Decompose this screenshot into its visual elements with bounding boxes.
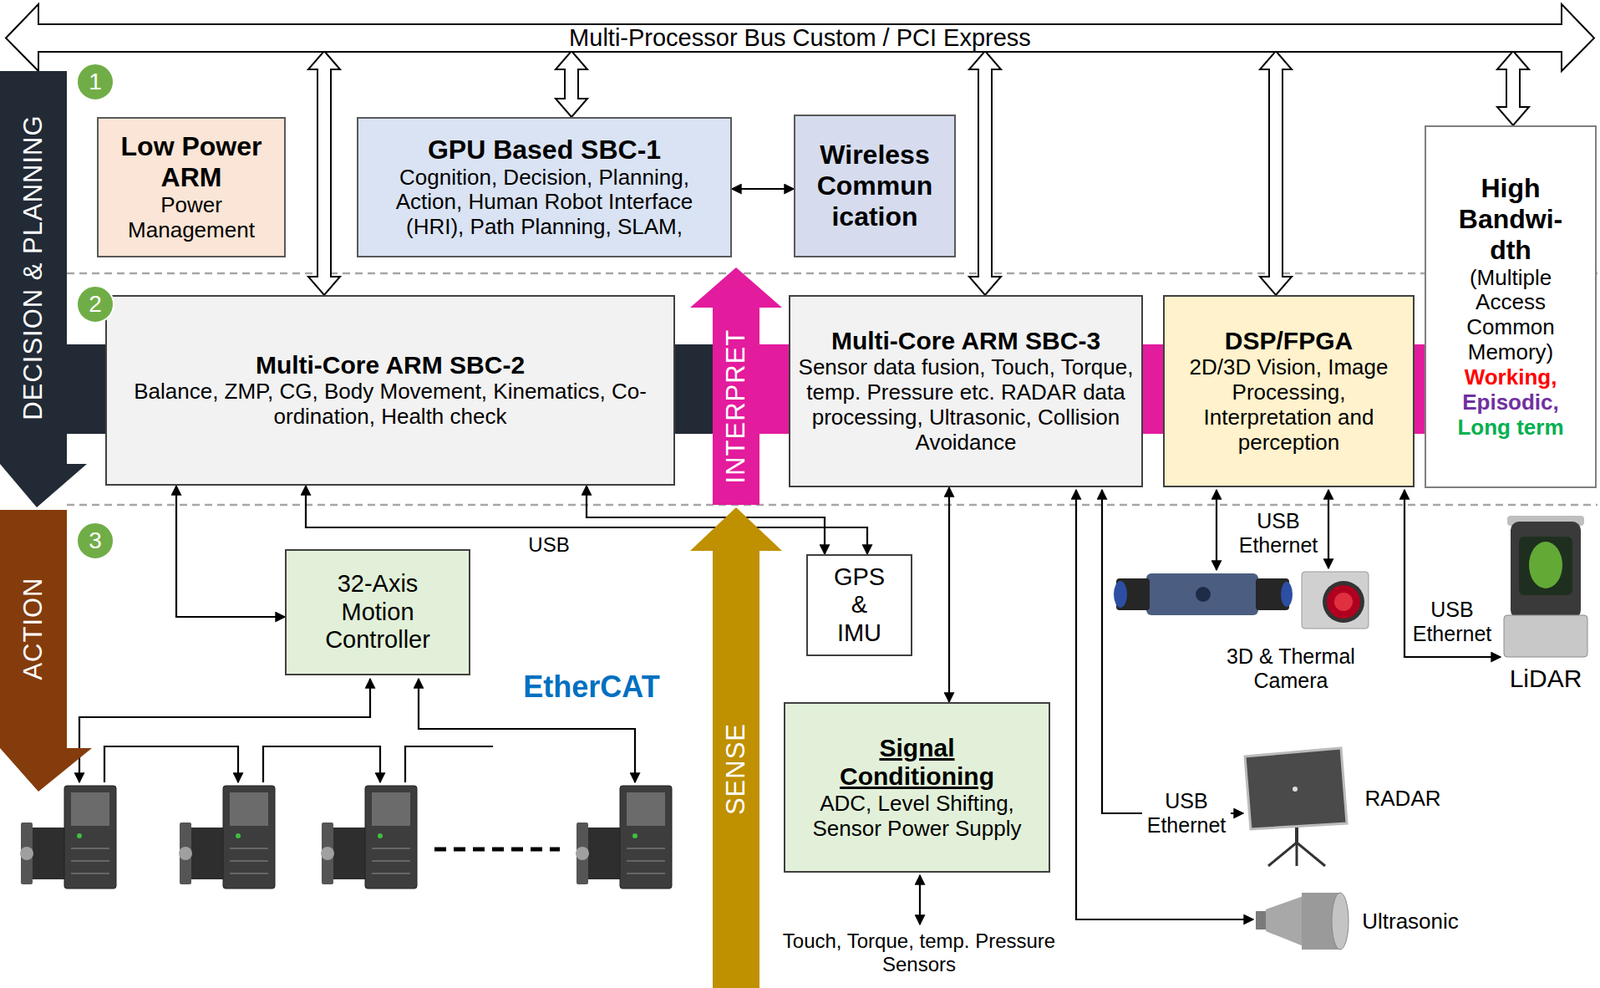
- bus-band-shape: [5, 4, 1595, 72]
- process-box: DSP/FPGA2D/3D Vision, Image Processing, …: [1163, 294, 1415, 488]
- box-heading: Wireless Commun ication: [802, 139, 948, 232]
- action-arrow: ACTION: [0, 509, 92, 792]
- decision-arrow-shape: [0, 71, 87, 508]
- device-label: LiDAR: [1509, 664, 1583, 694]
- bus-link: [308, 50, 341, 295]
- sense-arrow-shape: [690, 507, 783, 988]
- box-body: ADC, Level Shifting, Sensor Power Supply: [792, 791, 1042, 842]
- radar-sensor: [1244, 747, 1347, 866]
- process-box: Wireless Commun ication: [793, 114, 956, 258]
- thermal-camera: [1301, 571, 1369, 629]
- bus-band: Multi-Processor Bus Custom / PCI Express: [5, 3, 1595, 72]
- box-body: Power Management: [105, 193, 278, 244]
- device-label: 3D & Thermal Camera: [1215, 644, 1367, 693]
- connector: [305, 485, 868, 554]
- process-box: Multi-Core ARM SBC-3Sensor data fusion, …: [788, 294, 1143, 488]
- action-arrow-shape: [0, 509, 92, 792]
- band-label: DECISION & PLANNING: [19, 114, 48, 420]
- box-body: Sensor data fusion, Touch, Torque, temp.…: [797, 355, 1135, 456]
- bus-link: [1259, 50, 1292, 295]
- band-label: SENSE: [721, 722, 751, 815]
- callout-number: 2: [76, 284, 115, 324]
- process-box: Signal ConditioningADC, Level Shifting, …: [783, 701, 1051, 873]
- interpret-arrow-shape: [690, 267, 783, 505]
- interpret-arrow: INTERPRET: [690, 267, 783, 505]
- box-body: (Multiple Access Common Memory): [1443, 265, 1578, 366]
- controller-box: 32-Axis Motion Controller: [284, 548, 471, 676]
- box-body: 2D/3D Vision, Image Processing, Interpre…: [1184, 355, 1394, 456]
- box-heading: Multi-Core ARM SBC-3: [831, 326, 1101, 356]
- connector: [948, 487, 950, 702]
- device-label: Ultrasonic: [1361, 909, 1459, 935]
- bus-label: Multi-Processor Bus Custom / PCI Express: [568, 25, 1032, 52]
- servo-motors: [20, 785, 672, 889]
- box-heading: Signal Conditioning: [825, 733, 1010, 792]
- interface-label: USB Ethernet: [1409, 597, 1495, 646]
- lidar-sensor: [1503, 515, 1588, 657]
- device-label: RADAR: [1364, 786, 1441, 812]
- tier-dividers: [66, 273, 1598, 505]
- box-heading: Multi-Core ARM SBC-2: [255, 350, 525, 381]
- ultrasonic-sensor: [1255, 892, 1349, 950]
- text-holder: Multi-Processor Bus Custom / PCI Express: [38, 24, 1562, 52]
- memory-type: Episodic,: [1462, 390, 1560, 416]
- bus-link: [555, 50, 588, 117]
- text-holder: DECISION & PLANNING: [0, 71, 67, 464]
- connector: [176, 485, 285, 617]
- sense-arrow: SENSE: [690, 507, 783, 988]
- band-label: INTERPRET: [721, 329, 751, 484]
- edge-label: USB: [525, 533, 572, 557]
- 3d-camera: [1113, 573, 1293, 615]
- bus-name: EtherCAT: [523, 669, 660, 704]
- box-heading: Low Power ARM: [105, 131, 278, 194]
- box-body: Balance, ZMP, CG, Body Movement, Kinemat…: [113, 379, 667, 430]
- text-holder: INTERPRET: [712, 307, 760, 505]
- box-body: Cognition, Decision, Planning, Action, H…: [365, 165, 724, 241]
- text-holder: SENSE: [712, 550, 760, 988]
- process-box: Low Power ARMPower Management: [96, 116, 286, 258]
- memory-type: Long term: [1457, 415, 1564, 441]
- bus-link: [1497, 50, 1529, 126]
- box-label: GPS & IMU: [829, 563, 890, 647]
- process-box: GPU Based SBC-1Cognition, Decision, Plan…: [356, 116, 732, 258]
- process-box: Multi-Core ARM SBC-2Balance, ZMP, CG, Bo…: [105, 294, 676, 486]
- interface-label: USB Ethernet: [1142, 788, 1231, 838]
- sensor-list-label: Touch, Torque, temp. Pressure Sensors: [760, 929, 1078, 976]
- interface-label: USB Ethernet: [1234, 508, 1323, 558]
- box-heading: DSP/FPGA: [1224, 326, 1353, 356]
- callout-number: 3: [76, 521, 115, 560]
- memory-box: High Bandwi- dth(Multiple Access Common …: [1424, 125, 1597, 488]
- band-label: ACTION: [19, 577, 48, 681]
- text-holder: ACTION: [0, 509, 67, 748]
- sensor-box: GPS & IMU: [806, 553, 913, 656]
- memory-type: Working,: [1464, 365, 1558, 391]
- box-heading: GPU Based SBC-1: [427, 134, 661, 166]
- box-heading: High Bandwi- dth: [1443, 172, 1578, 265]
- callout-number: 1: [76, 62, 115, 102]
- bus-link: [969, 50, 1001, 295]
- connector: [731, 187, 794, 190]
- box-label: 32-Axis Motion Controller: [306, 569, 449, 654]
- decision-arrow: DECISION & PLANNING: [0, 71, 87, 508]
